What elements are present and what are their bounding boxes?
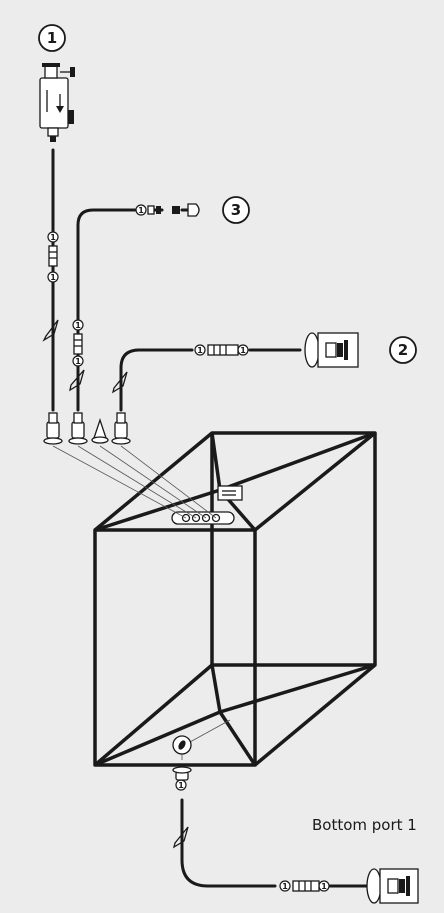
- connector-marks: 1 1 1 1 1 1 1 1 1 1 1 1: [47, 204, 386, 892]
- connector-mark: 1: [318, 880, 330, 892]
- connector-mark: 1: [194, 344, 206, 356]
- bottom-port-label: Bottom port 1: [312, 816, 417, 834]
- svg-text:1: 1: [138, 206, 144, 215]
- connector-mark: 1: [135, 204, 147, 216]
- callout-1: 1: [38, 24, 66, 52]
- bottom-port-fitting: [172, 735, 192, 755]
- svg-text:1: 1: [75, 321, 81, 330]
- connector-mark: 1: [72, 355, 84, 367]
- inline-couplings: [48, 203, 320, 892]
- callout-3: 3: [222, 196, 250, 224]
- filter-unit-bottom: [366, 868, 419, 904]
- connector-mark: 1: [47, 271, 59, 283]
- top-port-panel: [171, 485, 243, 525]
- callout-2: 2: [389, 336, 417, 364]
- connector-mark: 1: [72, 319, 84, 331]
- svg-text:1: 1: [197, 346, 203, 355]
- svg-text:1: 1: [178, 781, 184, 790]
- bag-frame: [93, 431, 377, 767]
- connector-mark: 1: [279, 880, 291, 892]
- svg-text:2: 2: [398, 341, 408, 359]
- leader-lines: [52, 445, 231, 760]
- svg-text:1: 1: [282, 882, 288, 891]
- connector-mark: 1: [237, 344, 249, 356]
- pinch-clamps: [42, 319, 189, 849]
- connector-mark: 1: [175, 779, 187, 791]
- filter-bottle: [39, 63, 75, 142]
- svg-text:1: 1: [47, 29, 57, 47]
- svg-text:1: 1: [321, 882, 327, 891]
- svg-text:1: 1: [75, 357, 81, 366]
- svg-text:1: 1: [50, 233, 56, 242]
- filter-unit-2: [304, 332, 359, 368]
- connector-mark: 1: [47, 231, 59, 243]
- svg-text:3: 3: [231, 201, 241, 219]
- port-connectors: [43, 412, 192, 781]
- svg-text:1: 1: [240, 346, 246, 355]
- svg-text:1: 1: [50, 273, 56, 282]
